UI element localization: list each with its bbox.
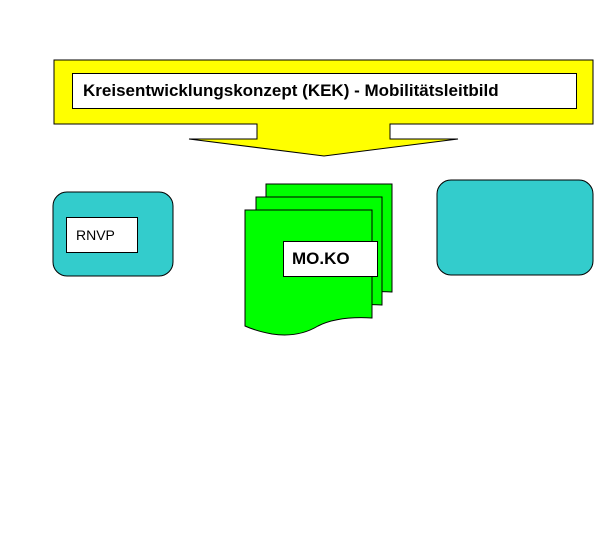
moko-label: MO.KO [283,241,378,277]
moko-label-text: MO.KO [292,249,350,268]
right-teal-box [436,179,594,276]
rnvp-label: RNVP [66,217,138,253]
kek-title-text: Kreisentwicklungskonzept (KEK) - Mobilit… [83,81,499,100]
rnvp-label-text: RNVP [76,227,115,243]
kek-title-label: Kreisentwicklungskonzept (KEK) - Mobilit… [72,73,577,109]
